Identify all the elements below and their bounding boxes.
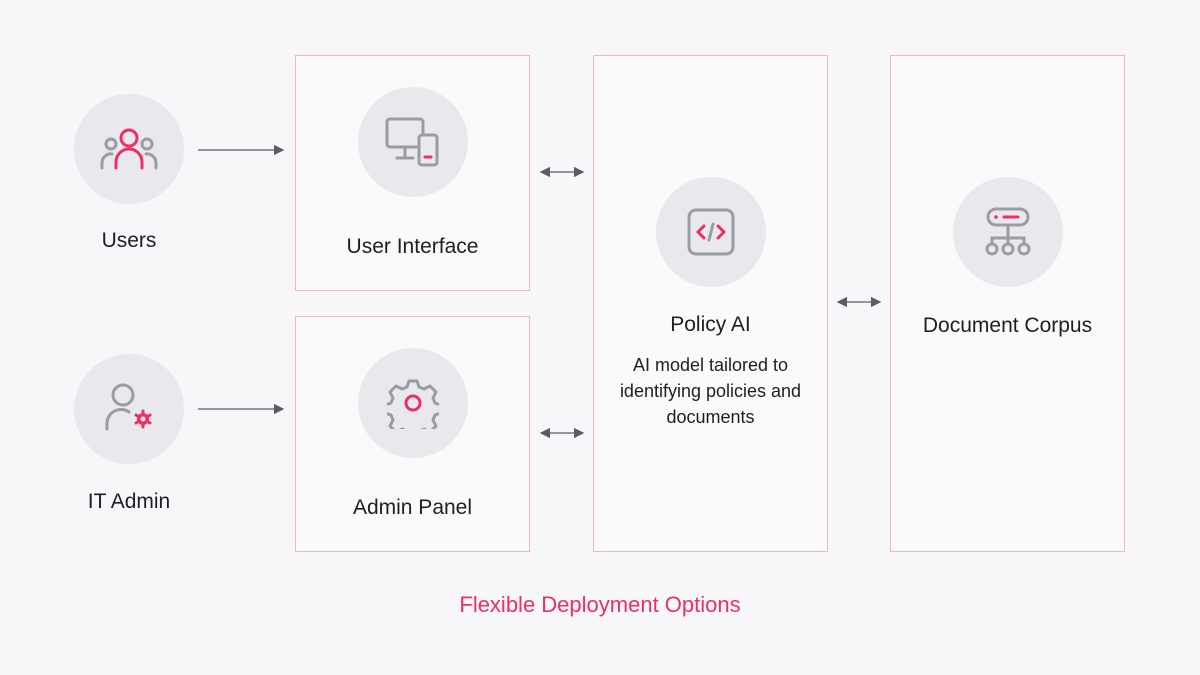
policy-ai-box	[593, 55, 828, 552]
policy-ai-label: Policy AI	[670, 313, 751, 336]
footer-caption: Flexible Deployment Options	[459, 592, 741, 617]
user-interface-label: User Interface	[346, 235, 479, 258]
network-database-icon	[985, 207, 1031, 256]
it-admin-avatar-circle	[74, 354, 184, 464]
policy-ai-description: AI model tailored to identifying policie…	[619, 355, 802, 427]
admin-panel-icon-circle	[358, 348, 468, 458]
users-avatar-circle	[74, 94, 184, 204]
admin-panel-label: Admin Panel	[352, 496, 473, 519]
desktop-mobile-icon	[385, 117, 439, 167]
user-interface-icon-circle	[358, 87, 468, 197]
gear-icon	[387, 379, 439, 429]
code-icon	[687, 208, 735, 256]
document-corpus-label: Document Corpus	[922, 314, 1093, 337]
users-label: Users	[101, 229, 157, 252]
policy-ai-icon-circle	[656, 177, 766, 287]
users-group-icon	[100, 128, 158, 170]
document-corpus-icon-circle	[953, 177, 1063, 287]
user-gear-icon	[105, 383, 152, 431]
document-corpus-box	[890, 55, 1125, 552]
it-admin-label: IT Admin	[87, 490, 171, 513]
